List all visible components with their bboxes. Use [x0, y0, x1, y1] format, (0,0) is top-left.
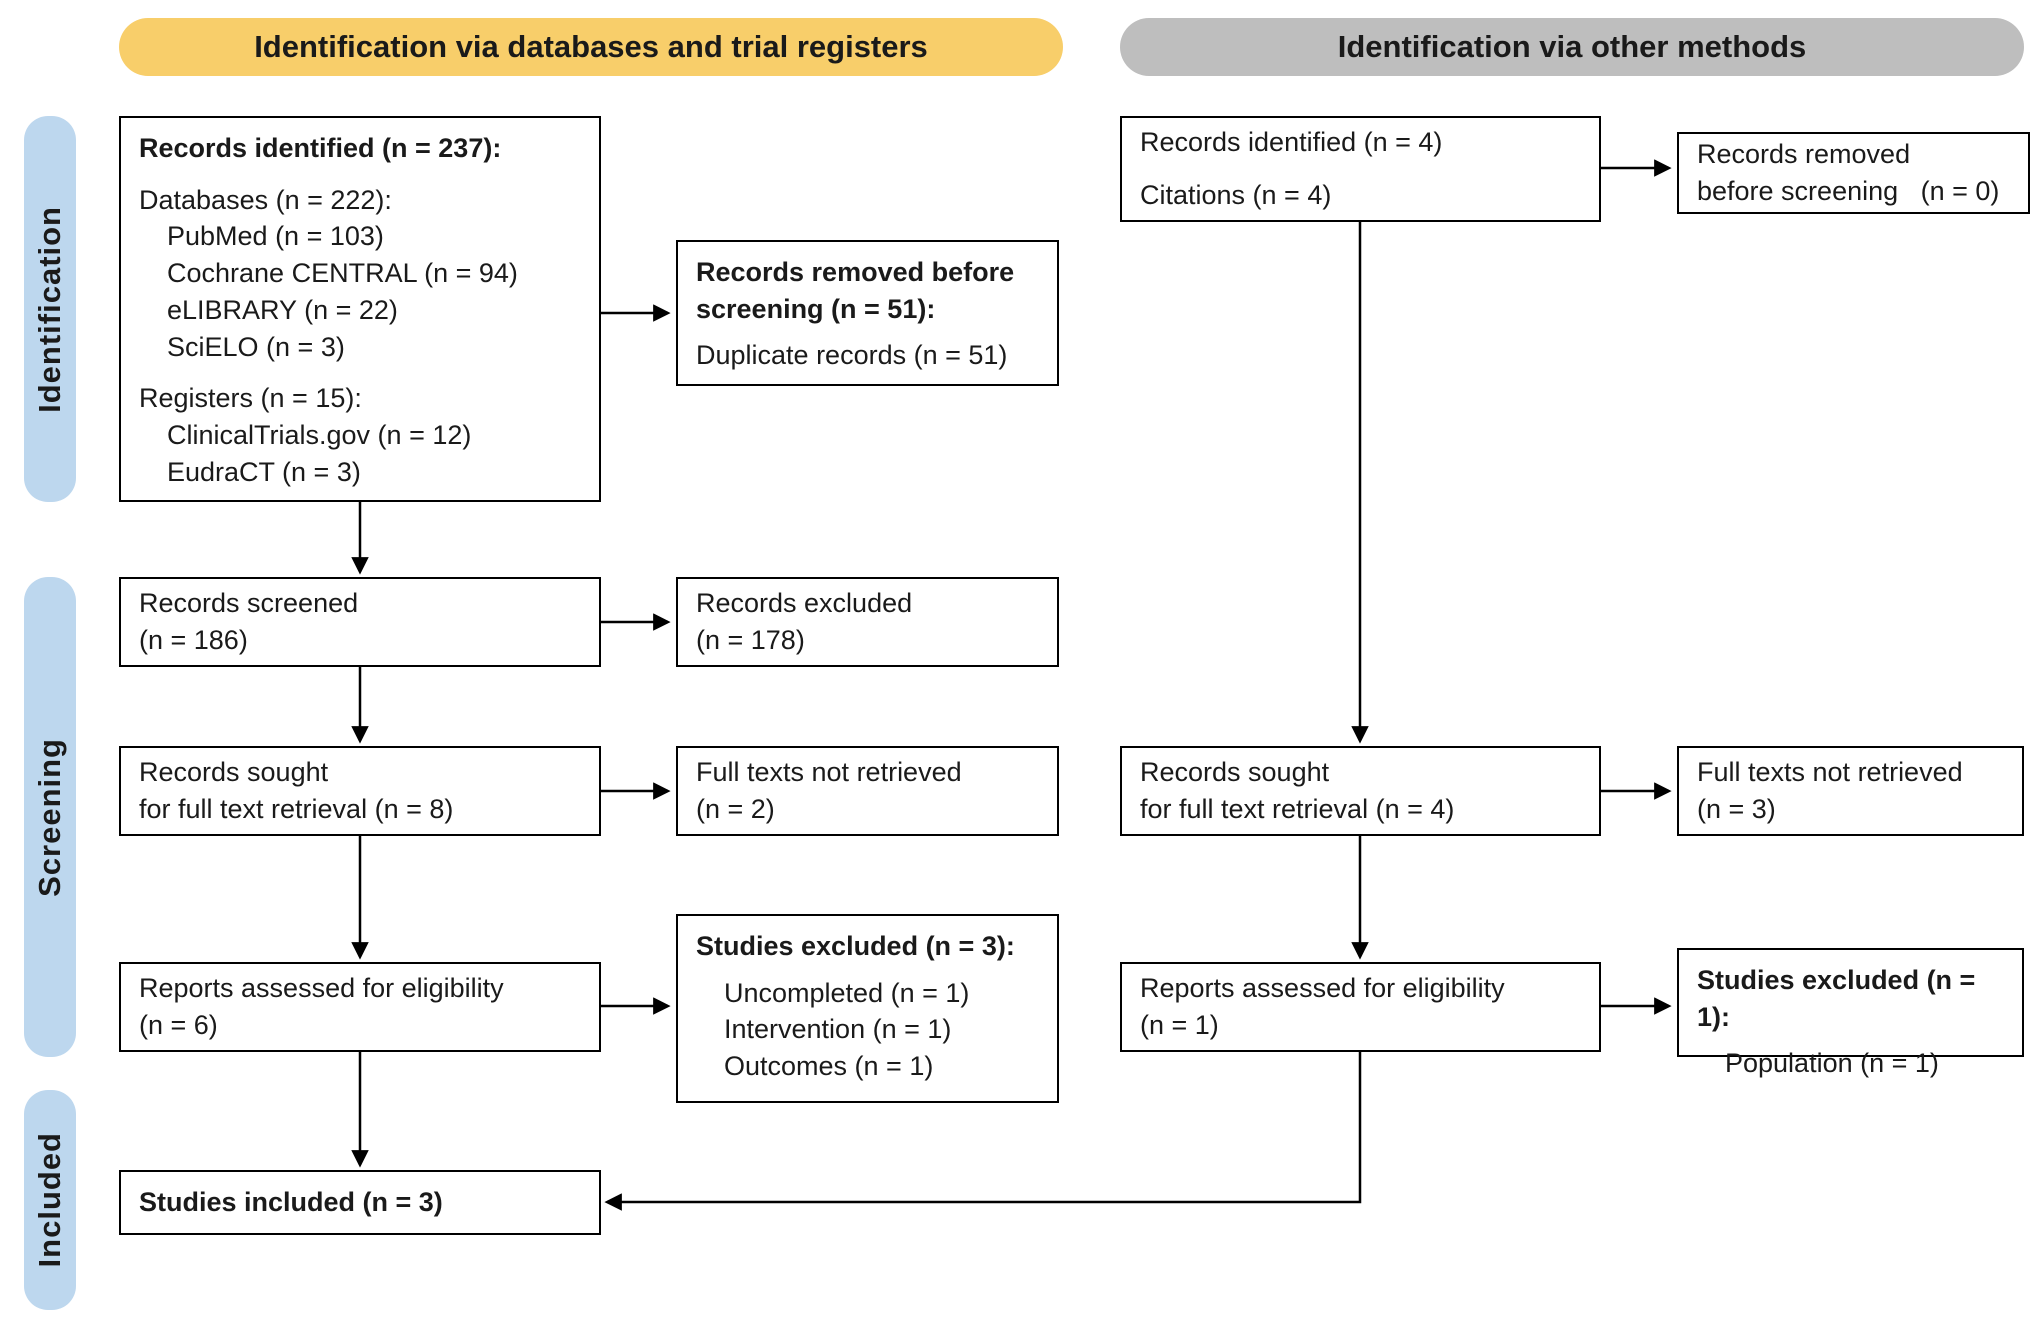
stage-bar-included: Included	[24, 1090, 76, 1310]
box-records-removed-before-screening: Records removed before screening (n = 51…	[676, 240, 1059, 386]
box-records-screened: Records screened (n = 186)	[119, 577, 601, 667]
stage-bar-identification: Identification	[24, 116, 76, 502]
line-elibrary: eLIBRARY (n = 22)	[167, 294, 398, 325]
box-text: Full texts not retrieved (n = 2)	[696, 757, 962, 824]
line-databases: Databases (n = 222):	[139, 184, 392, 215]
line-intervention: Intervention (n = 1)	[724, 1014, 952, 1045]
line-duplicates: Duplicate records (n = 51)	[696, 340, 1008, 371]
box-reports-assessed-right: Reports assessed for eligibility (n = 1)	[1120, 962, 1601, 1052]
box-fulltexts-not-retrieved-right: Full texts not retrieved (n = 3)	[1677, 746, 2024, 836]
box-title: Records identified (n = 237):	[139, 133, 502, 163]
line-uncompleted: Uncompleted (n = 1)	[724, 977, 970, 1008]
box-title: Records removed before screening (n = 51…	[696, 257, 1022, 324]
box-text: Records sought for full text retrieval (…	[139, 757, 454, 824]
box-text: Studies included (n = 3)	[139, 1187, 443, 1218]
header-databases-registers: Identification via databases and trial r…	[119, 18, 1063, 76]
line-outcomes: Outcomes (n = 1)	[724, 1051, 934, 1082]
stage-label-screening: Screening	[32, 737, 67, 897]
header-other-methods: Identification via other methods	[1120, 18, 2024, 76]
box-records-sought-left: Records sought for full text retrieval (…	[119, 746, 601, 836]
box-text: Full texts not retrieved (n = 3)	[1697, 757, 1963, 824]
box-text: Records sought for full text retrieval (…	[1140, 757, 1455, 824]
box-records-identified-databases: Records identified (n = 237): Databases …	[119, 116, 601, 502]
box-fulltexts-not-retrieved-left: Full texts not retrieved (n = 2)	[676, 746, 1059, 836]
box-studies-included: Studies included (n = 3)	[119, 1170, 601, 1235]
stage-label-included: Included	[32, 1132, 67, 1268]
line-cochrane: Cochrane CENTRAL (n = 94)	[167, 258, 518, 289]
box-studies-excluded-left: Studies excluded (n = 3): Uncompleted (n…	[676, 914, 1059, 1103]
line-citations: Citations (n = 4)	[1140, 180, 1332, 210]
line-clinicaltrials: ClinicalTrials.gov (n = 12)	[167, 420, 472, 451]
line-registers: Registers (n = 15):	[139, 383, 362, 414]
box-reports-assessed-left: Reports assessed for eligibility (n = 6)	[119, 962, 601, 1052]
box-records-excluded: Records excluded (n = 178)	[676, 577, 1059, 667]
line-eudract: EudraCT (n = 3)	[167, 456, 361, 487]
stage-bar-screening: Screening	[24, 577, 76, 1057]
line-pubmed: PubMed (n = 103)	[167, 221, 384, 252]
box-text: Records screened (n = 186)	[139, 588, 359, 655]
box-text: Records excluded (n = 178)	[696, 588, 913, 655]
box-records-identified-other: Records identified (n = 4) Citations (n …	[1120, 116, 1601, 222]
box-text: Reports assessed for eligibility (n = 1)	[1140, 973, 1505, 1040]
box-text: Reports assessed for eligibility (n = 6)	[139, 973, 504, 1040]
box-title: Studies excluded (n = 3):	[696, 931, 1015, 961]
box-title: Studies excluded (n = 1):	[1697, 965, 1983, 1032]
box-records-sought-right: Records sought for full text retrieval (…	[1120, 746, 1601, 836]
box-records-removed-other: Records removed before screening (n = 0)	[1677, 132, 2030, 214]
stage-label-identification: Identification	[32, 205, 67, 413]
line-records-identified: Records identified (n = 4)	[1140, 127, 1443, 158]
line-population: Population (n = 1)	[1725, 1048, 1939, 1079]
box-text: Records removed before screening (n = 0)	[1697, 139, 2000, 206]
box-studies-excluded-right: Studies excluded (n = 1): Population (n …	[1677, 948, 2024, 1078]
line-scielo: SciELO (n = 3)	[167, 331, 345, 362]
